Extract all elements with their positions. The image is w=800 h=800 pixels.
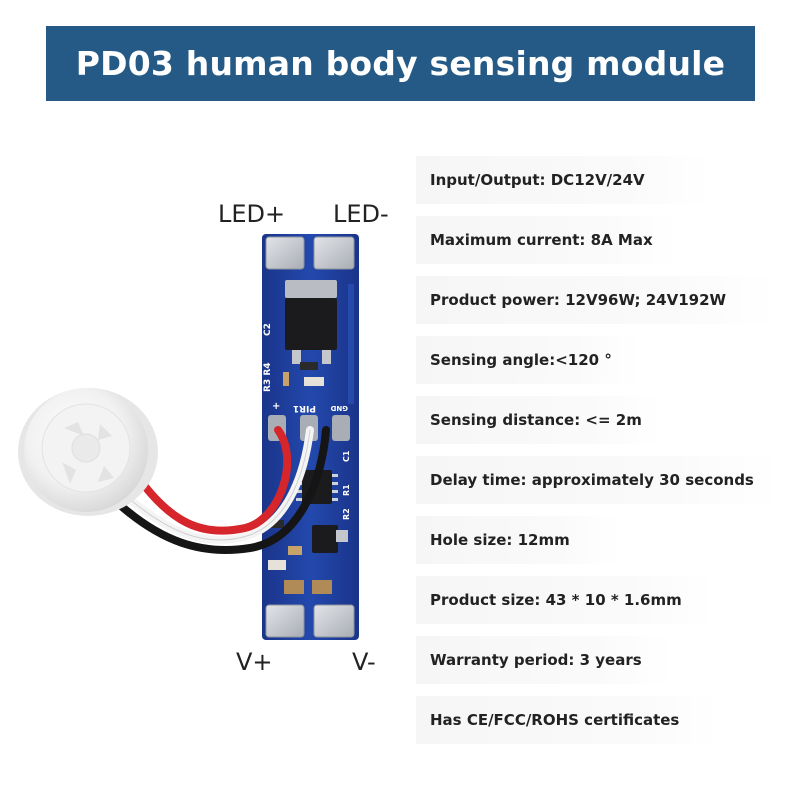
spec-item: Product size: 43 * 10 * 1.6mm xyxy=(416,576,716,624)
spec-item: Input/Output: DC12V/24V xyxy=(416,156,712,204)
silk-pir: PIR1 xyxy=(293,403,316,413)
silk-r2: R2 xyxy=(342,508,351,520)
silk-r1: R1 xyxy=(342,484,351,496)
spec-item: Delay time: approximately 30 seconds xyxy=(416,456,778,504)
pir-dome-sensor xyxy=(18,388,158,516)
spec-text: Sensing angle:<120 ° xyxy=(430,351,612,369)
silk-gnd: GND xyxy=(330,404,348,412)
title-banner: PD03 human body sensing module xyxy=(46,26,755,101)
spec-text: Product power: 12V96W; 24V192W xyxy=(430,291,727,309)
spec-text: Delay time: approximately 30 seconds xyxy=(430,471,754,489)
spec-item: Warranty period: 3 years xyxy=(416,636,672,684)
page-title: PD03 human body sensing module xyxy=(75,44,726,83)
spec-item: Product power: 12V96W; 24V192W xyxy=(416,276,776,324)
led-pads xyxy=(265,236,355,270)
spec-text: Input/Output: DC12V/24V xyxy=(430,171,645,189)
spec-item: Hole size: 12mm xyxy=(416,516,620,564)
v-plus-label: V+ xyxy=(236,648,273,676)
silk-r3r4: R3 R4 xyxy=(263,362,273,392)
v-minus-label: V- xyxy=(352,648,376,676)
spec-text: Has CE/FCC/ROHS certificates xyxy=(430,711,680,729)
silk-c2: C2 xyxy=(263,323,273,336)
spec-text: Maximum current: 8A Max xyxy=(430,231,653,249)
spec-item: Sensing distance: <= 2m xyxy=(416,396,660,444)
silk-plus: + xyxy=(272,401,280,412)
spec-text: Warranty period: 3 years xyxy=(430,651,642,669)
mosfet-component xyxy=(285,280,337,364)
silk-c1: C1 xyxy=(342,450,351,462)
led-minus-label: LED- xyxy=(333,200,389,228)
spec-item: Maximum current: 8A Max xyxy=(416,216,678,264)
spec-item: Has CE/FCC/ROHS certificates xyxy=(416,696,720,744)
sensor-wires xyxy=(116,426,330,555)
spec-item: Sensing angle:<120 ° xyxy=(416,336,640,384)
spec-text: Hole size: 12mm xyxy=(430,531,570,549)
spec-text: Product size: 43 * 10 * 1.6mm xyxy=(430,591,682,609)
power-pads xyxy=(265,604,355,638)
smd-components xyxy=(268,362,332,594)
led-plus-label: LED+ xyxy=(218,200,286,228)
spec-text: Sensing distance: <= 2m xyxy=(430,411,642,429)
